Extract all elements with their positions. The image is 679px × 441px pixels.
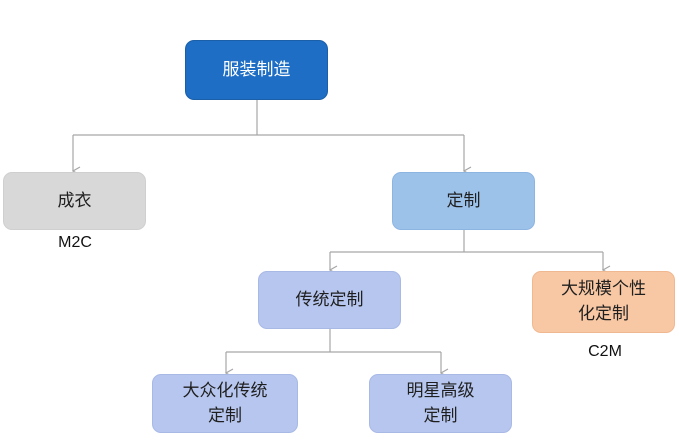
node-label-line1: 大众化传统 xyxy=(182,380,268,401)
node-label-line1: 明星高级 xyxy=(406,380,475,401)
node-label-line2: 定制 xyxy=(208,405,242,426)
node-label-line1: 大规模个性 xyxy=(561,279,646,299)
caption-m2c: M2C xyxy=(58,234,92,251)
node-ready-to-wear: 成衣 xyxy=(3,172,146,230)
node-label-line2: 定制 xyxy=(423,405,458,426)
node-label: 成衣 xyxy=(57,190,92,211)
node-label: 定制 xyxy=(446,190,481,211)
node-traditional-custom: 传统定制 xyxy=(258,271,401,329)
caption-c2m: C2M xyxy=(588,343,622,360)
node-custom: 定制 xyxy=(392,172,535,230)
node-celebrity-haute-custom: 明星高级 定制 xyxy=(369,374,512,433)
node-mass-traditional-custom: 大众化传统 定制 xyxy=(152,374,298,433)
node-label-line2: 化定制 xyxy=(578,304,629,324)
node-label: 服装制造 xyxy=(222,59,291,80)
node-mass-personalized-custom: 大规模个性 化定制 xyxy=(532,271,675,333)
node-garment-manufacturing: 服装制造 xyxy=(185,40,328,100)
node-label: 传统定制 xyxy=(295,289,364,310)
